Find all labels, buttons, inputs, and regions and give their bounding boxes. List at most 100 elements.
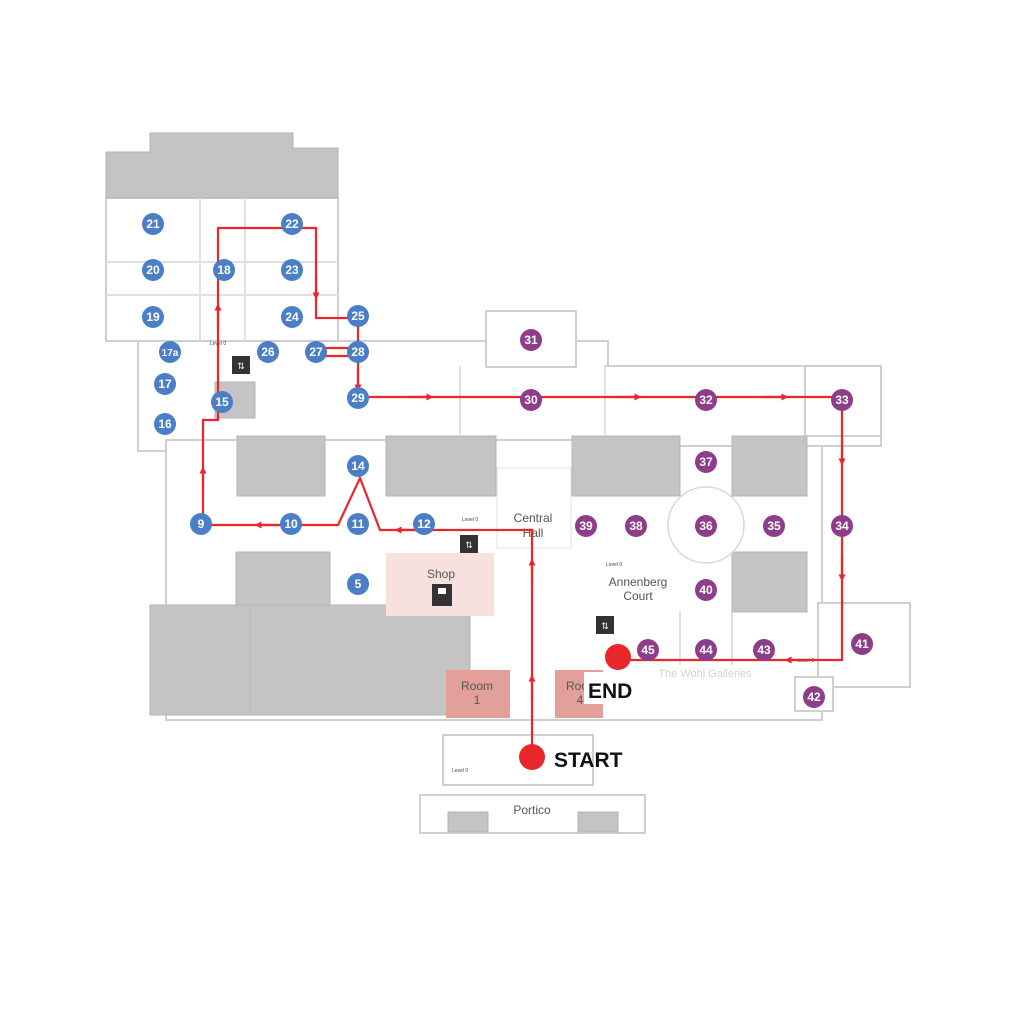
room-marker-40[interactable]: 40 xyxy=(695,579,717,601)
room-marker-19[interactable]: 19 xyxy=(142,306,164,328)
svg-text:Level 0: Level 0 xyxy=(462,517,478,523)
room-marker-25[interactable]: 25 xyxy=(347,305,369,327)
room-marker-14[interactable]: 14 xyxy=(347,455,369,477)
room-marker-32[interactable]: 32 xyxy=(695,389,717,411)
room-marker-20[interactable]: 20 xyxy=(142,259,164,281)
room-circle xyxy=(413,513,435,535)
room-circle xyxy=(142,306,164,328)
room-circle xyxy=(280,513,302,535)
room-marker-15[interactable]: 15 xyxy=(211,391,233,413)
room-number: 35 xyxy=(767,519,781,533)
room-number: 32 xyxy=(699,393,713,407)
room-number: 38 xyxy=(629,519,643,533)
room-circle xyxy=(305,341,327,363)
room-circle xyxy=(637,639,659,661)
room-marker-45[interactable]: 45 xyxy=(637,639,659,661)
room-4-label: Roo xyxy=(566,679,588,693)
room-marker-35[interactable]: 35 xyxy=(763,515,785,537)
room-marker-41[interactable]: 41 xyxy=(851,633,873,655)
room-circle xyxy=(520,389,542,411)
room-number: 18 xyxy=(217,263,231,277)
room-marker-39[interactable]: 39 xyxy=(575,515,597,537)
room-markers: 21 22 20 18 23 19 24 25 17a 26 27 28 17 15 29 16 14 9 10 11… xyxy=(142,213,873,708)
room-marker-11[interactable]: 11 xyxy=(347,513,369,535)
room-marker-31[interactable]: 31 xyxy=(520,329,542,351)
room-number: 15 xyxy=(215,395,229,409)
room-number: 45 xyxy=(641,643,655,657)
room-marker-17a[interactable]: 17a xyxy=(159,341,181,363)
room-number: 37 xyxy=(699,455,713,469)
room-number: 29 xyxy=(351,391,365,405)
room-4-number: 4 xyxy=(577,693,584,707)
room-number: 23 xyxy=(285,263,299,277)
room-marker-18[interactable]: 18 xyxy=(213,259,235,281)
svg-text:Level 0: Level 0 xyxy=(606,562,622,568)
room-number: 42 xyxy=(807,690,821,704)
room-marker-34[interactable]: 34 xyxy=(831,515,853,537)
room-marker-5[interactable]: 5 xyxy=(347,573,369,595)
room-number: 14 xyxy=(351,459,365,473)
room-circle xyxy=(257,341,279,363)
room-marker-17[interactable]: 17 xyxy=(154,373,176,395)
room-circle xyxy=(347,305,369,327)
room-marker-16[interactable]: 16 xyxy=(154,413,176,435)
room-marker-30[interactable]: 30 xyxy=(520,389,542,411)
room-number: 10 xyxy=(284,517,298,531)
room-number: 11 xyxy=(352,517,365,531)
room-number: 5 xyxy=(355,577,362,591)
room-marker-33[interactable]: 33 xyxy=(831,389,853,411)
room-number: 24 xyxy=(285,310,299,324)
room-marker-36[interactable]: 36 xyxy=(695,515,717,537)
room-circle xyxy=(159,341,181,363)
svg-text:⇅: ⇅ xyxy=(465,540,473,550)
shop-bag-icon xyxy=(432,584,452,606)
room-marker-22[interactable]: 22 xyxy=(281,213,303,235)
room-circle xyxy=(575,515,597,537)
route-path xyxy=(201,226,844,753)
room-number: 41 xyxy=(855,637,869,651)
room-circle xyxy=(625,515,647,537)
svg-text:Level 0: Level 0 xyxy=(452,768,468,774)
room-marker-28[interactable]: 28 xyxy=(347,341,369,363)
annenberg-label-2: Court xyxy=(623,589,653,603)
room-marker-43[interactable]: 43 xyxy=(753,639,775,661)
room-circle xyxy=(347,455,369,477)
room-number: 21 xyxy=(146,217,160,231)
room-circle xyxy=(211,391,233,413)
end-marker[interactable] xyxy=(605,644,631,670)
room-circle xyxy=(831,515,853,537)
room-number: 33 xyxy=(835,393,849,407)
room-marker-26[interactable]: 26 xyxy=(257,341,279,363)
room-number: 17 xyxy=(158,377,172,391)
room-marker-9[interactable]: 9 xyxy=(190,513,212,535)
wohl-galleries-label: The Wohl Galleries xyxy=(658,668,752,680)
start-marker[interactable] xyxy=(519,744,545,770)
room-number: 19 xyxy=(146,310,160,324)
room-number: 34 xyxy=(835,519,849,533)
room-number: 9 xyxy=(198,517,205,531)
start-label: START xyxy=(554,749,623,772)
end-label-bg xyxy=(584,672,652,704)
gray-areas xyxy=(105,132,808,833)
room-marker-27[interactable]: 27 xyxy=(305,341,327,363)
room-marker-37[interactable]: 37 xyxy=(695,451,717,473)
room-circle xyxy=(154,413,176,435)
svg-text:⇅: ⇅ xyxy=(601,621,609,631)
room-number: 30 xyxy=(524,393,538,407)
room-circle xyxy=(142,213,164,235)
room-marker-10[interactable]: 10 xyxy=(280,513,302,535)
room-circle xyxy=(695,515,717,537)
room-marker-24[interactable]: 24 xyxy=(281,306,303,328)
room-marker-44[interactable]: 44 xyxy=(695,639,717,661)
room-circle xyxy=(695,639,717,661)
room-marker-42[interactable]: 42 xyxy=(803,686,825,708)
room-marker-29[interactable]: 29 xyxy=(347,387,369,409)
room-marker-12[interactable]: 12 xyxy=(413,513,435,535)
room-circle xyxy=(803,686,825,708)
annenberg-label: Annenberg xyxy=(609,575,668,589)
room-marker-23[interactable]: 23 xyxy=(281,259,303,281)
room-marker-38[interactable]: 38 xyxy=(625,515,647,537)
room-marker-21[interactable]: 21 xyxy=(142,213,164,235)
room-number: 16 xyxy=(158,417,172,431)
